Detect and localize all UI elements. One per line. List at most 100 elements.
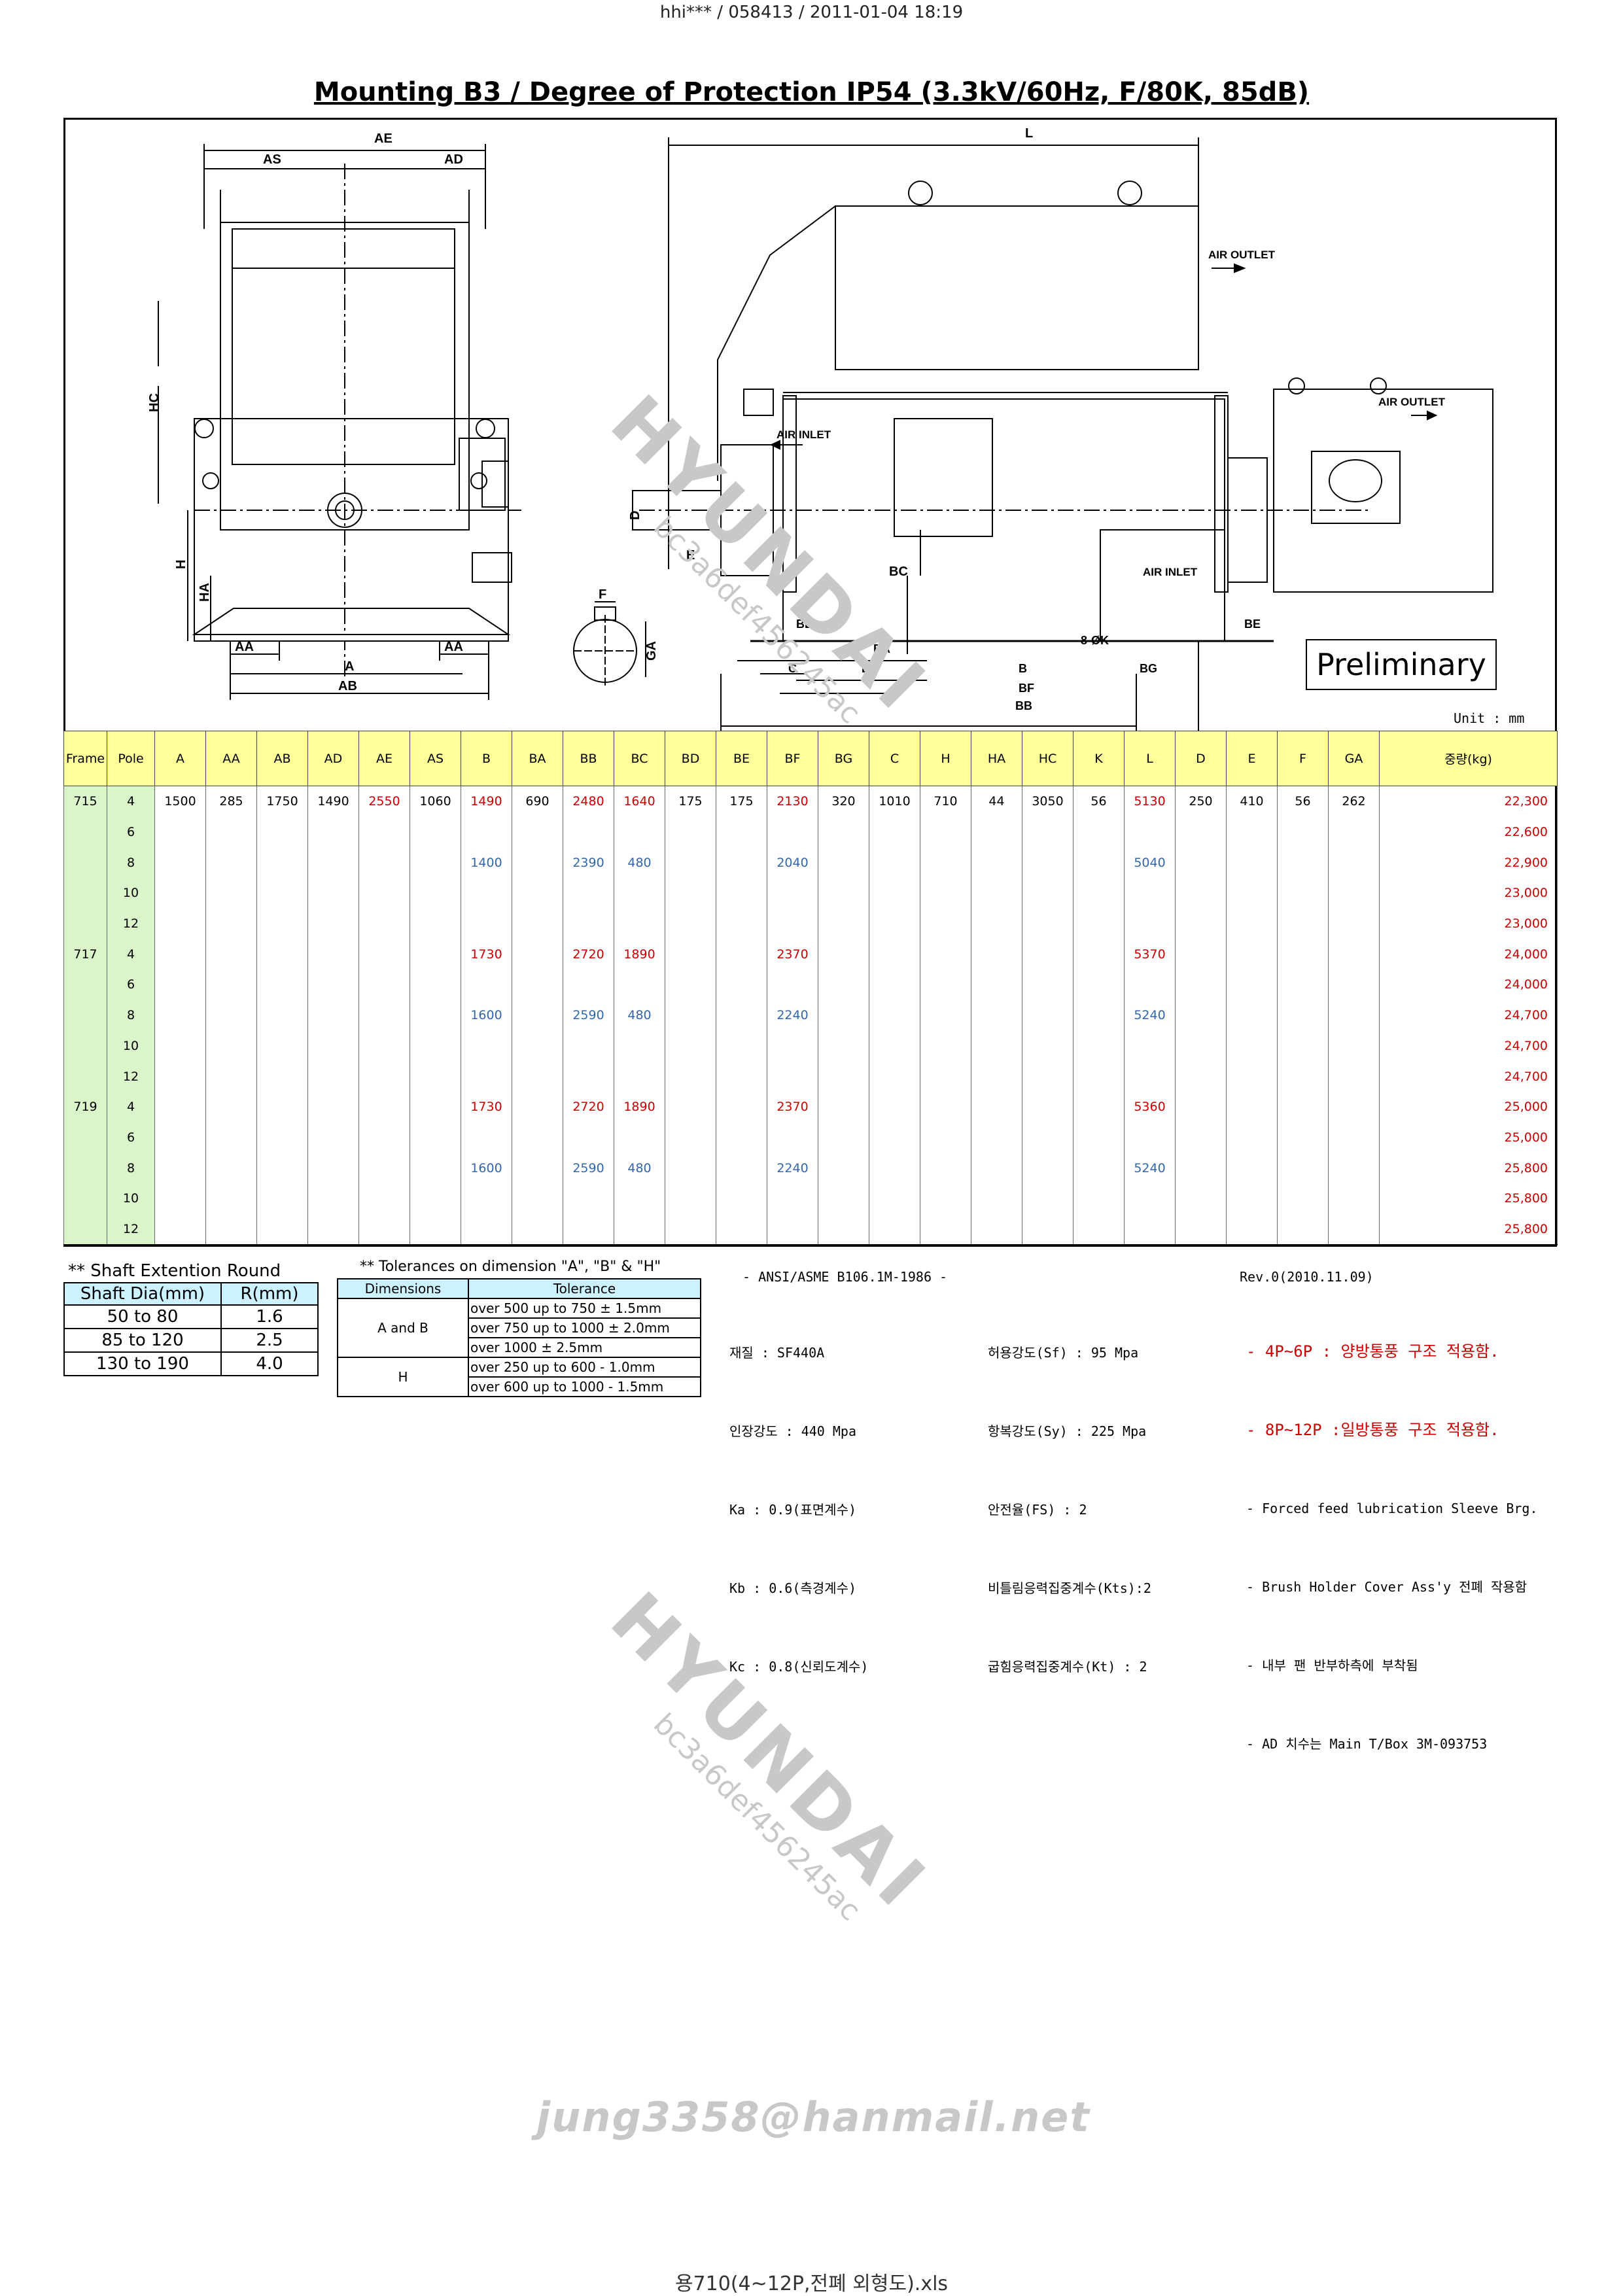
dimension-cell (1124, 816, 1176, 848)
dimension-cell (1328, 1213, 1380, 1246)
dimension-cell (512, 1122, 563, 1153)
pole-cell: 12 (107, 1061, 155, 1092)
dimension-cell (869, 1030, 920, 1062)
dimension-cell (716, 939, 767, 970)
dimension-cell (1277, 1091, 1329, 1122)
frame-cell: 717 (63, 939, 107, 970)
dimension-cell (563, 1213, 614, 1246)
dimension-cell (1073, 1183, 1125, 1214)
dimension-cell (1022, 1061, 1073, 1092)
dimension-cell (154, 1000, 206, 1031)
dimension-cell (818, 816, 869, 848)
dimension-cell (920, 1000, 971, 1031)
tolerance-header-dim: Dimensions (337, 1278, 469, 1299)
dimension-cell (256, 969, 308, 1000)
dimension-cell (971, 1213, 1022, 1246)
column-header: K (1073, 731, 1125, 786)
column-header: F (1277, 731, 1329, 786)
dimension-cell (1328, 1030, 1380, 1062)
dimension-cell (1175, 1091, 1227, 1122)
dimension-cell: 2590 (563, 1153, 614, 1183)
frame-cell (63, 1213, 107, 1246)
dimension-cell: 320 (818, 786, 869, 817)
tolerance-row: over 750 up to 1000 ± 2.0mm (468, 1317, 701, 1338)
dimension-cell (767, 1030, 818, 1062)
dimension-cell (461, 1213, 512, 1246)
dimension-cell (154, 969, 206, 1000)
dimension-cell (971, 1061, 1022, 1092)
pole-cell: 8 (107, 847, 155, 878)
dimension-cell (665, 939, 716, 970)
column-header: BD (665, 731, 716, 786)
dimension-cell (614, 878, 665, 909)
dimension-cell (818, 1183, 869, 1214)
dimension-cell (205, 1091, 257, 1122)
dimension-cell (920, 939, 971, 970)
dimension-cell (665, 1213, 716, 1246)
shaft-r: 2.5 (220, 1328, 319, 1353)
dimension-cell (1226, 878, 1278, 909)
dim-GA: GA (644, 641, 659, 661)
column-header: H (920, 731, 971, 786)
dimension-cell (818, 1213, 869, 1246)
dimension-cell (971, 1000, 1022, 1031)
dimension-cell (971, 816, 1022, 848)
dimension-cell (358, 816, 410, 848)
dimension-cell (1328, 908, 1380, 939)
dim-BG-right: BG (1140, 662, 1157, 675)
shaft-r: 4.0 (220, 1351, 319, 1376)
dimension-cell (512, 939, 563, 970)
revision-label: Rev.0(2010.11.09) (1240, 1269, 1374, 1285)
dimension-cell (307, 939, 359, 970)
tolerance-row: over 500 up to 750 ± 1.5mm (468, 1298, 701, 1319)
pole-cell: 4 (107, 1091, 155, 1122)
column-header: B (461, 731, 512, 786)
dimension-cell (1175, 847, 1227, 878)
pole-cell: 10 (107, 1183, 155, 1214)
dimension-cell (563, 1030, 614, 1062)
dimension-cell: 1600 (461, 1000, 512, 1031)
dimension-cell: 1600 (461, 1153, 512, 1183)
dimension-cell (563, 816, 614, 848)
dimension-cell (1328, 1091, 1380, 1122)
dimension-cell (716, 1000, 767, 1031)
dimension-cell: 2040 (767, 847, 818, 878)
dimension-cell (1073, 1153, 1125, 1183)
dimension-cell (614, 1122, 665, 1153)
dimension-cell (512, 878, 563, 909)
dimension-cell (256, 847, 308, 878)
dimension-cell (563, 1183, 614, 1214)
dimension-cell (358, 1091, 410, 1122)
weight-cell: 22,600 (1379, 816, 1558, 848)
dimension-cell (205, 1153, 257, 1183)
dimension-cell: 2240 (767, 1000, 818, 1031)
dimension-cell (1073, 816, 1125, 848)
dimension-cell (307, 1153, 359, 1183)
dimension-cell (307, 1030, 359, 1062)
dimension-cell (1226, 969, 1278, 1000)
weight-cell: 25,800 (1379, 1213, 1558, 1246)
dimension-cell: 44 (971, 786, 1022, 817)
dimension-cell (1277, 1000, 1329, 1031)
dimension-cell (1022, 1030, 1073, 1062)
column-header: AE (358, 731, 410, 786)
dimension-cell (563, 1061, 614, 1092)
dimension-cell (971, 908, 1022, 939)
dim-BB: BB (1015, 699, 1032, 712)
shaft-header-r: R(mm) (220, 1282, 319, 1306)
dimension-cell (1022, 878, 1073, 909)
dimension-cell (461, 1061, 512, 1092)
dimension-cell (971, 1091, 1022, 1122)
dimension-cell (869, 816, 920, 848)
dimension-cell (256, 908, 308, 939)
dimension-cell (154, 1213, 206, 1246)
dimension-cell (1277, 939, 1329, 970)
dimension-cell (614, 969, 665, 1000)
column-header: BB (563, 731, 614, 786)
column-header: C (869, 731, 920, 786)
pole-cell: 12 (107, 1213, 155, 1246)
dimension-cell (1175, 816, 1227, 848)
dim-D: D (628, 511, 642, 520)
